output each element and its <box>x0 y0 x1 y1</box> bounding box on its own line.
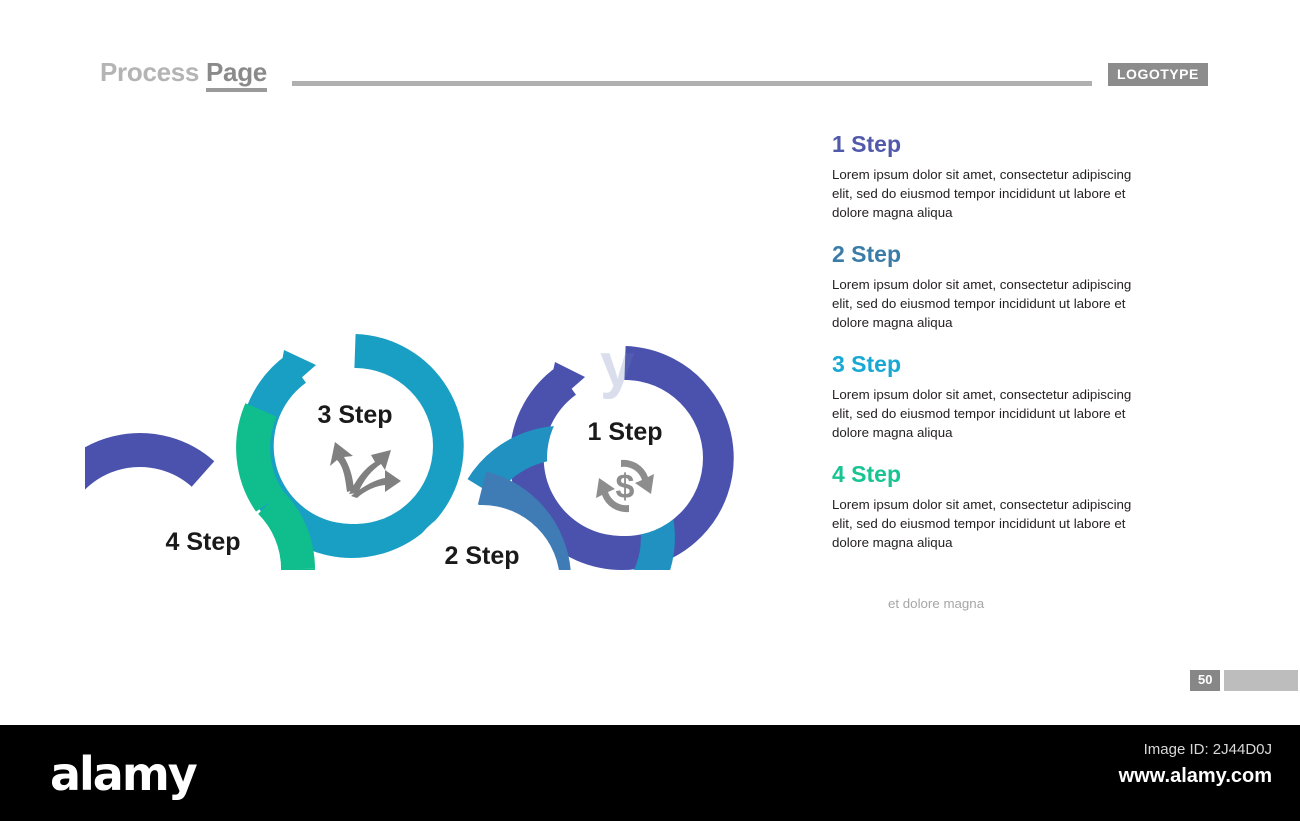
page-title-word-process: Process <box>100 57 207 87</box>
alamy-image-id: Image ID: 2J44D0J <box>1143 741 1272 758</box>
step-2-heading: 2 Step <box>832 240 902 267</box>
process-circle-2-face <box>405 505 559 570</box>
step-3-heading: 3 Step <box>832 350 902 377</box>
logotype-badge: LOGOTYPE <box>1108 63 1208 86</box>
step-block-4: 4 Step Lorem ipsum dolor sit amet, conse… <box>832 460 1142 553</box>
step-block-3: 3 Step Lorem ipsum dolor sit amet, conse… <box>832 350 1142 443</box>
process-circle-4-face <box>125 491 281 570</box>
step-4-heading: 4 Step <box>832 460 902 487</box>
step-block-2: 2 Step Lorem ipsum dolor sit amet, conse… <box>832 240 1142 333</box>
page-title: Process Page <box>100 57 267 92</box>
step-2-body: Lorem ipsum dolor sit amet, consectetur … <box>832 277 1132 330</box>
alamy-logo: alamy <box>50 747 198 801</box>
header-divider-line <box>292 81 1092 86</box>
process-circle-1-face <box>547 380 703 536</box>
process-circles-diagram: $ $ <box>85 150 785 570</box>
step-1-heading: 1 Step <box>832 131 902 157</box>
watermark-overlay-text: et dolore magna <box>888 596 985 611</box>
step-3-body: Lorem ipsum dolor sit amet, consectetur … <box>832 387 1132 440</box>
page-number-badge: 50 <box>1190 670 1221 692</box>
page-title-word-page: Page <box>206 57 267 92</box>
step-4-body: Lorem ipsum dolor sit amet, consectetur … <box>832 497 1132 550</box>
process-circle-2-label: 2 Step <box>444 542 519 570</box>
process-circle-4[interactable] <box>107 489 315 570</box>
process-circle-4-tail <box>236 403 285 512</box>
alamy-url: www.alamy.com <box>1118 765 1272 787</box>
process-circle-3-label: 3 Step <box>317 401 392 429</box>
page-header: Process Page LOGOTYPE <box>0 0 1300 110</box>
process-circle-1-label: 1 Step <box>587 418 662 446</box>
page-footer: 50 <box>1190 670 1299 692</box>
page-footer-bar <box>1224 670 1299 692</box>
step-1-body: Lorem ipsum dolor sit amet, consectetur … <box>832 167 1132 221</box>
step-block-1: 1 Step Lorem ipsum dolor sit amet, conse… <box>832 131 1142 223</box>
steps-text-list: 1 Step Lorem ipsum dolor sit amet, conse… <box>832 131 1142 572</box>
process-circle-4-base <box>85 433 215 490</box>
process-circle-4-label: 4 Step <box>165 528 240 556</box>
alamy-watermark-bar: alamy Image ID: 2J44D0J www.alamy.com <box>0 725 1300 821</box>
process-circle-3-face <box>277 368 433 524</box>
